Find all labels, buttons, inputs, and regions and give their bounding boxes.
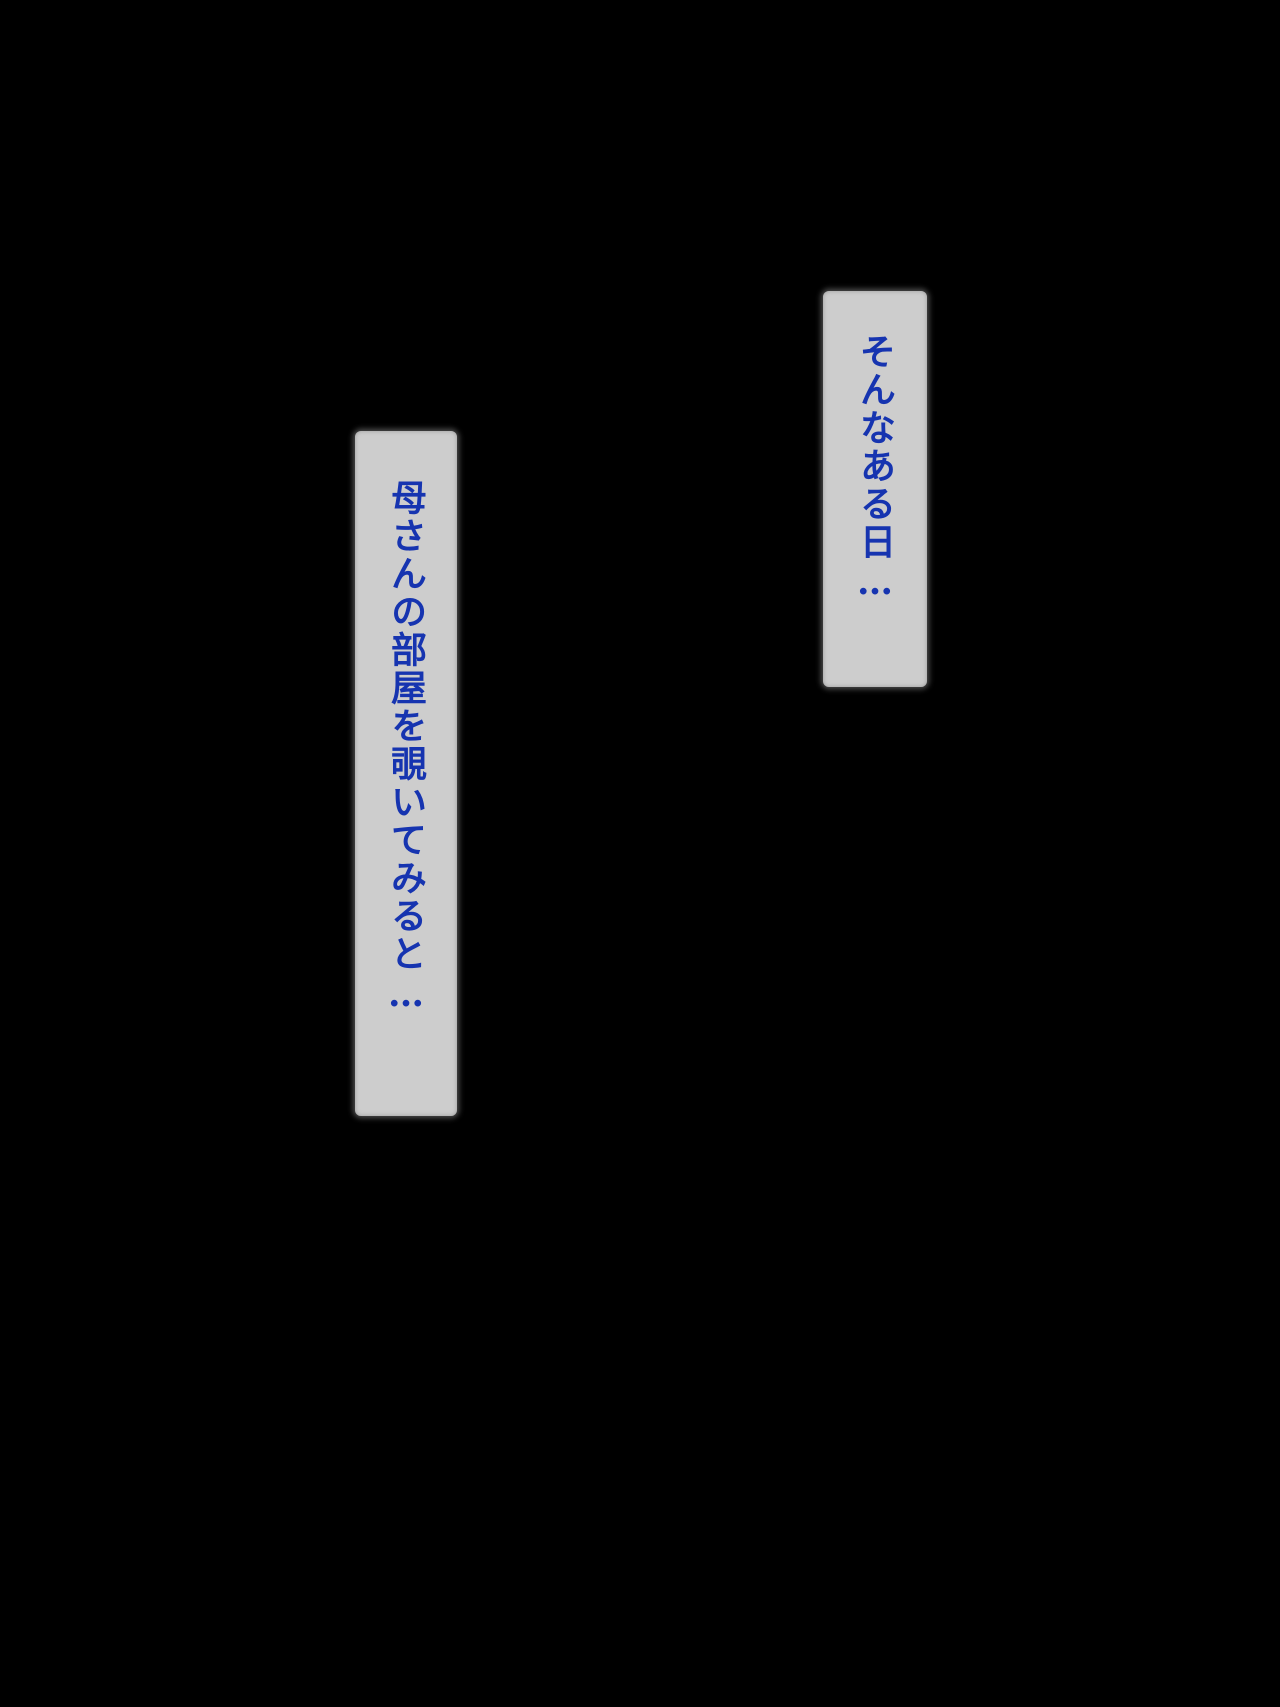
- caption-box-1: そんなある日…: [823, 291, 927, 687]
- caption-text-2: 母さんの部屋を覗いてみると…: [385, 479, 427, 1017]
- caption-text-1: そんなある日…: [854, 333, 896, 605]
- caption-box-2: 母さんの部屋を覗いてみると…: [355, 431, 457, 1116]
